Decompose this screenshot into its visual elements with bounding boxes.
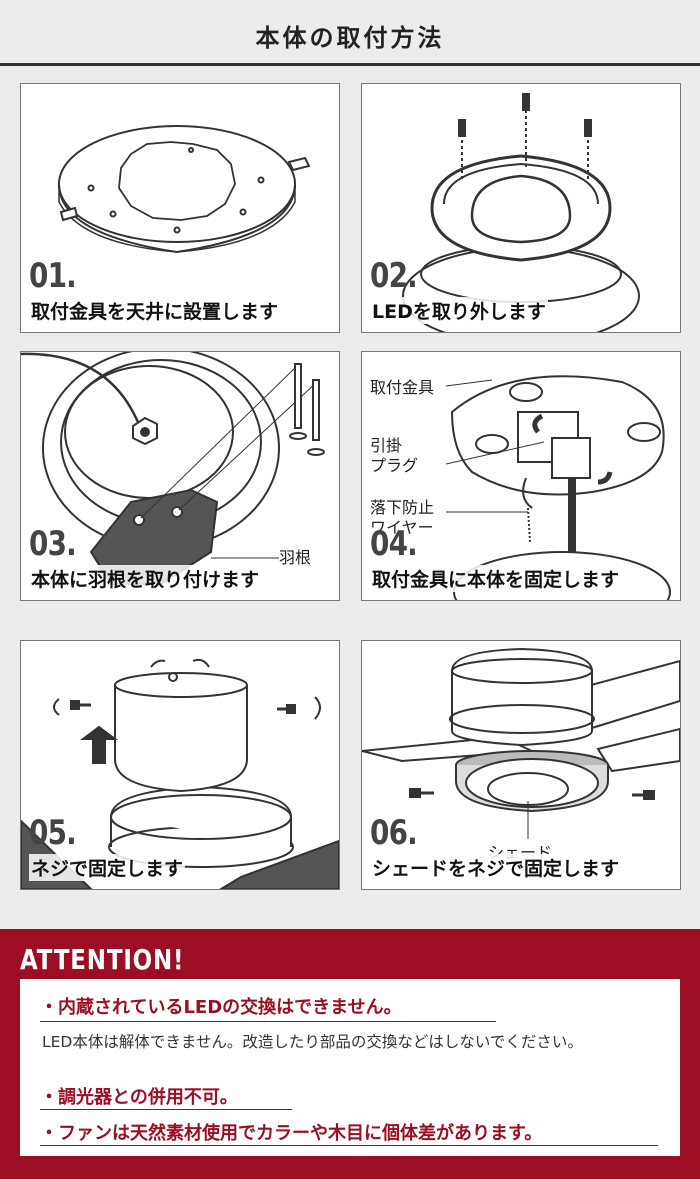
attach-blades-illustration [21,352,325,585]
label-wire: ワイヤー [370,518,434,538]
step-caption: シェードをネジで固定します [370,854,622,881]
ceiling-bracket-illustration [58,125,311,254]
step-panel-06: シェード 06. シェードをネジで固定します [361,640,681,890]
step-panel-04: 取付金具 引掛 プラグ 落下防止 ワイヤー 04. 取付金具に本体を固定します [361,351,681,601]
remove-led-illustration [402,93,640,332]
step-panel-01: 01. 取付金具を天井に設置します [20,83,340,333]
label-blade: 羽根 [279,548,312,568]
step-number: 01. [29,256,77,296]
label-drop-prevention: 落下防止 [370,498,435,518]
step-panel-03: 羽根 03. 本体に羽根を取り付けます [20,351,340,601]
step-caption: LEDを取り外します [370,297,548,324]
attention-title: ATTENTION! [20,943,185,976]
attention-note-1: ・内蔵されているLEDの交換はできません。 [40,997,402,1018]
screw-fix-illustration [21,658,339,889]
attention-box: ・内蔵されているLEDの交換はできません。 LED本体は解体できません。改造した… [20,979,680,1156]
step-number: 06. [370,813,418,853]
step-panel-05: 05. ネジで固定します [20,640,340,890]
label-plug: プラグ [370,456,419,476]
page-title: 本体の取付方法 [255,24,445,52]
attention-note-1-body: LED本体は解体できません。改造したり部品の交換などはしないでください。 [42,1033,583,1051]
note-underline [40,1021,496,1022]
page-header: 本体の取付方法 [0,0,700,67]
label-bracket: 取付金具 [370,378,435,398]
step-caption: ネジで固定します [29,854,186,881]
note-underline [40,1109,292,1110]
label-hook: 引掛 [370,436,403,456]
step-number: 04. [370,524,418,564]
note-underline [40,1145,658,1146]
step-caption: 本体に羽根を取り付けます [29,565,262,592]
shade-fix-illustration [362,647,680,839]
step-caption: 取付金具に本体を固定します [370,565,622,592]
step-number: 05. [29,813,77,853]
step-caption: 取付金具を天井に設置します [29,297,281,324]
attention-section: ATTENTION! ・内蔵されているLEDの交換はできません。 LED本体は解… [0,929,700,1179]
attention-note-2: ・調光器との併用不可。 [40,1087,238,1108]
header-rule [0,63,700,66]
step-number: 03. [29,524,77,564]
attention-note-3: ・ファンは天然素材使用でカラーや木目に個体差があります。 [40,1123,543,1144]
step-number: 02. [370,256,418,296]
step-panel-02: 02. LEDを取り外します [361,83,681,333]
